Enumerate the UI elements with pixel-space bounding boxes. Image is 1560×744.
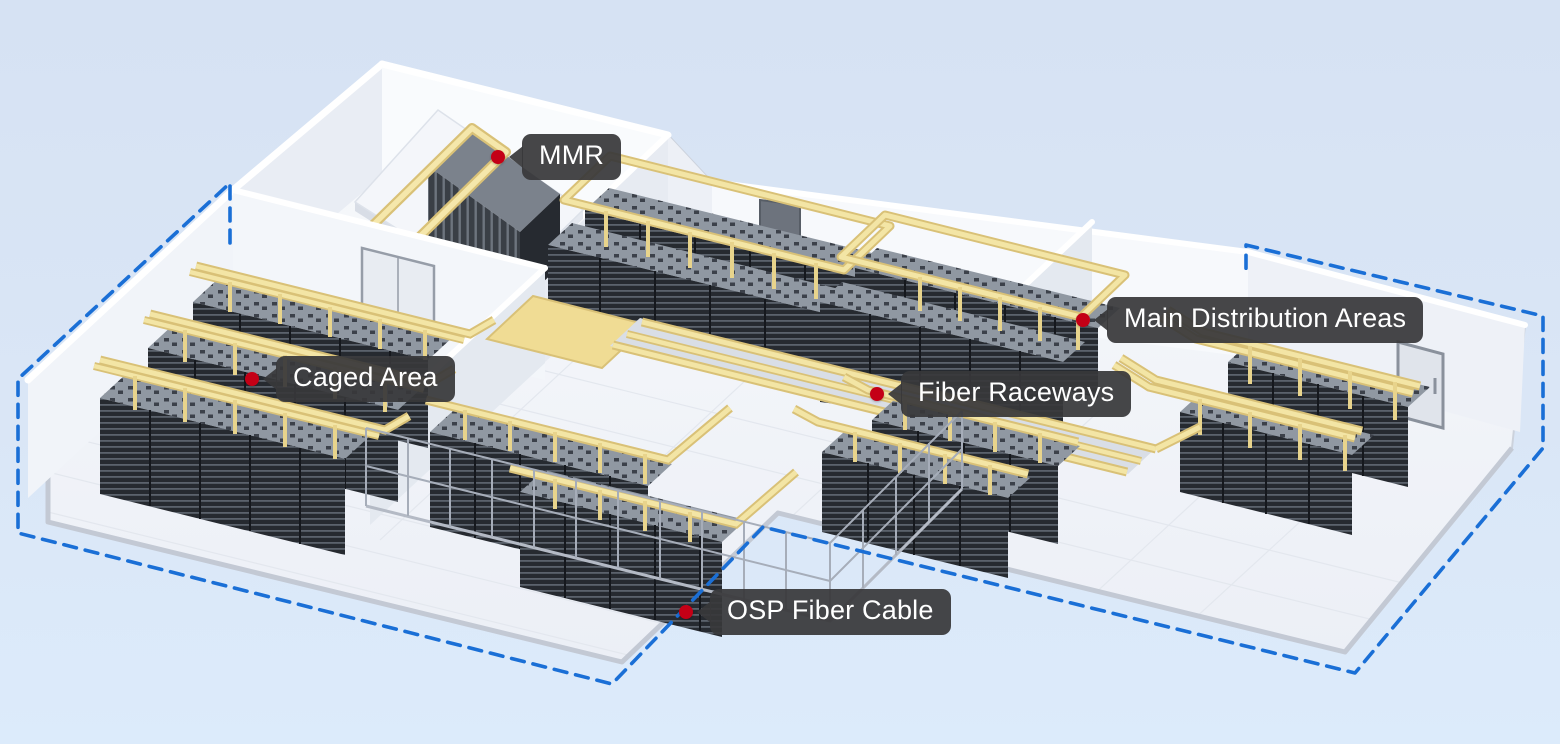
osp-fiber-route	[16, 181, 1545, 686]
raceway-ring	[559, 151, 895, 299]
raceway-junction	[484, 294, 651, 370]
caged-area-racks	[93, 261, 497, 555]
fiber-raceway-bars	[424, 395, 799, 542]
caged-front-racks	[365, 395, 964, 637]
fiber-raceway-bars	[93, 261, 497, 459]
mda-rack-pod-1	[548, 151, 895, 385]
